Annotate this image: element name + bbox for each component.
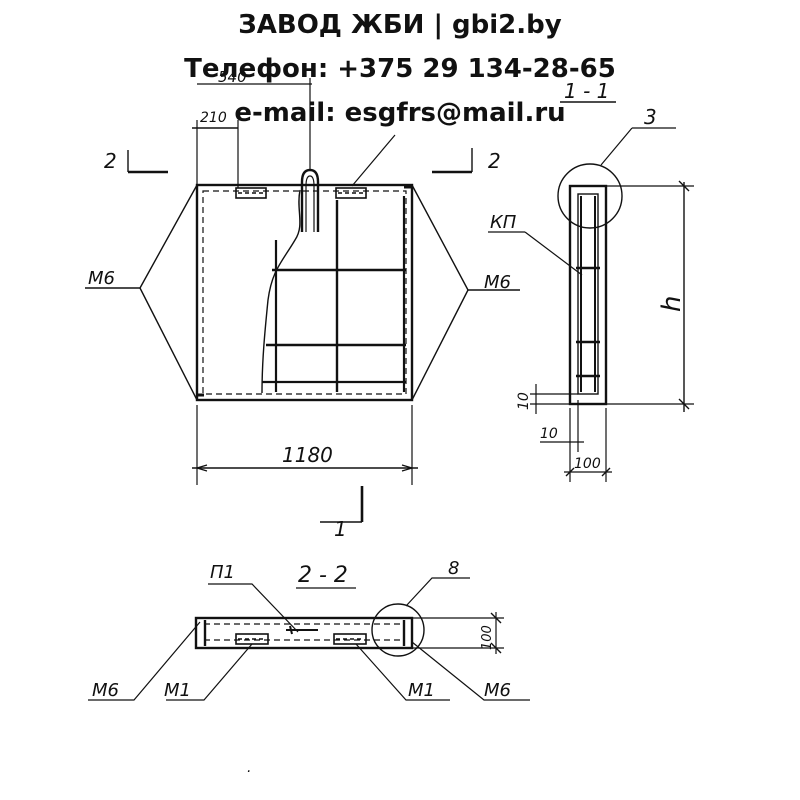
lifting-loop-inner bbox=[305, 175, 315, 232]
callout-3: 3 bbox=[644, 105, 657, 129]
dim-label-100: 100 bbox=[574, 456, 601, 472]
footer-dot: . bbox=[247, 760, 251, 776]
section-1-1-cage bbox=[577, 193, 599, 395]
leader-m1-left-section bbox=[166, 643, 253, 701]
plate-m1-right-section bbox=[333, 633, 367, 645]
dim-arrow-left bbox=[196, 464, 208, 472]
dim-label-100-v: 100 bbox=[480, 625, 495, 650]
leader-8 bbox=[405, 577, 470, 607]
leader-m1-right-section bbox=[355, 643, 450, 701]
section-2-2-view bbox=[88, 577, 530, 701]
label-m1-left-section: М1 bbox=[164, 680, 191, 701]
header-phone: Телефон: +375 29 134-28-65 bbox=[184, 54, 616, 84]
label-m6-right: М6 bbox=[484, 272, 511, 293]
leader-plate-right bbox=[351, 134, 396, 187]
label-m1-right-section: М1 bbox=[408, 680, 435, 701]
label-m6-left: М6 bbox=[88, 268, 115, 289]
section-mark-2-left: 2 bbox=[104, 149, 117, 173]
leader-3 bbox=[600, 127, 633, 166]
section-1-1-outline bbox=[568, 184, 608, 406]
leader-m6-left-section bbox=[88, 621, 201, 701]
front-view-panel bbox=[85, 78, 520, 523]
panel-outline bbox=[195, 183, 414, 402]
section-1-1-view bbox=[488, 101, 694, 482]
section-2-2-title: 2 - 2 bbox=[298, 563, 348, 588]
panel-inner-outline bbox=[202, 190, 407, 395]
label-kp: КП bbox=[490, 212, 517, 233]
header-email[interactable]: e-mail: esgfrs@mail.ru bbox=[234, 98, 566, 128]
detail-callout-circle-8 bbox=[371, 603, 425, 657]
leader-m6-right-2 bbox=[411, 289, 469, 401]
dim-label-10-vertical: 10 bbox=[516, 392, 532, 410]
cutaway-break-line bbox=[261, 189, 301, 394]
lifting-loop bbox=[300, 168, 320, 232]
detail-callout-circle-3 bbox=[557, 163, 623, 229]
embedded-plate-m1-right bbox=[335, 187, 367, 199]
embedded-plate-m1-left bbox=[235, 187, 267, 199]
section-mark-2-right: 2 bbox=[488, 149, 501, 173]
dim-label-10-horizontal: 10 bbox=[540, 426, 558, 442]
dim-arrow-100-v bbox=[490, 612, 502, 654]
dim-label-1180: 1180 bbox=[282, 443, 333, 467]
callout-8: 8 bbox=[448, 558, 459, 579]
leader-p1 bbox=[208, 583, 299, 633]
dim-arrow-100 bbox=[565, 467, 611, 477]
dim-arrow-h bbox=[678, 180, 690, 410]
label-m6-right-section: М6 bbox=[484, 680, 511, 701]
section-2-2-outline bbox=[194, 616, 414, 650]
dim-label-540: 540 bbox=[218, 68, 247, 86]
dim-arrow-right bbox=[401, 464, 413, 472]
dim-label-210: 210 bbox=[200, 110, 227, 126]
leader-kp-2 bbox=[524, 231, 583, 276]
label-p1: П1 bbox=[210, 562, 235, 583]
section-mark-1: 1 bbox=[334, 517, 347, 541]
loop-section bbox=[286, 625, 318, 635]
dim-label-h: h bbox=[657, 296, 687, 312]
section-1-1-title: 1 - 1 bbox=[564, 79, 609, 103]
label-m6-left-section: М6 bbox=[92, 680, 119, 701]
leader-m6-right-section bbox=[411, 641, 530, 701]
header-title: ЗАВОД ЖБИ | gbi2.by bbox=[238, 10, 562, 40]
leader-m6-left-2 bbox=[139, 287, 198, 401]
